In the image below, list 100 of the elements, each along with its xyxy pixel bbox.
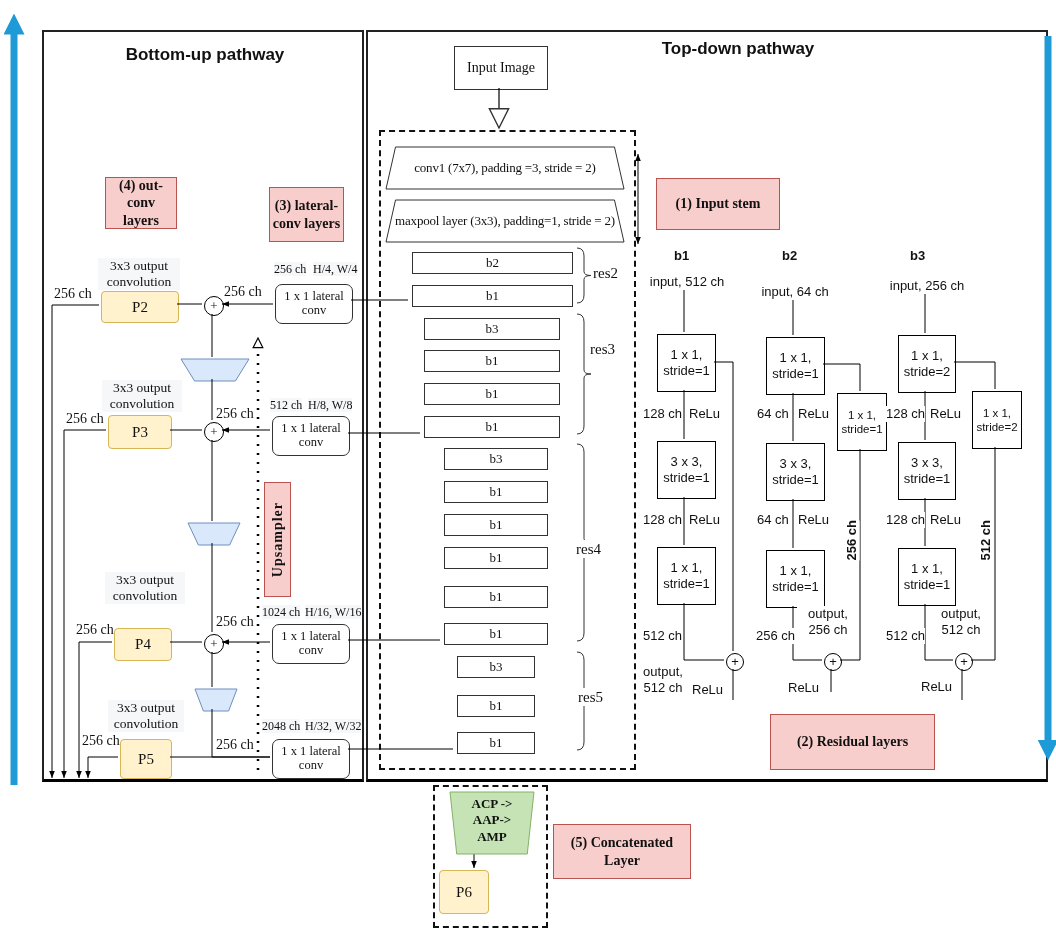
connector-line <box>792 498 794 549</box>
section-tag: (4) out-conv layers <box>105 177 177 229</box>
channel-label: 128 ch <box>886 406 926 422</box>
connector-line <box>350 299 409 301</box>
conv-box: 1 x 1, stride=1 <box>766 550 825 608</box>
node-caption: H/16, W/16 <box>305 605 362 620</box>
connector-line <box>713 361 734 652</box>
feature-map-box: P3 <box>108 415 172 449</box>
conv-box: 3 x 3, stride=1 <box>898 442 956 500</box>
node-caption: H/32, W/32 <box>305 719 362 734</box>
node-caption: 3x3 output convolution <box>108 700 184 733</box>
connector-line <box>169 429 203 431</box>
block-box: b1 <box>424 350 560 372</box>
node-caption: H/8, W/8 <box>308 398 353 413</box>
conv-box: 1 x 1, stride=1 <box>766 337 825 395</box>
channel-label: 128 ch <box>886 512 926 528</box>
section-tag: (2) Residual layers <box>770 714 935 770</box>
connector-line <box>683 602 725 661</box>
section-tag: (5) Concatenated Layer <box>553 824 691 879</box>
node-caption: 2048 ch <box>262 719 301 734</box>
block-arrow <box>488 87 510 129</box>
feature-map-box: P4 <box>114 628 172 661</box>
connector-line <box>211 651 213 688</box>
channel-label: 512 ch <box>886 628 926 644</box>
connector-line <box>211 708 271 758</box>
node-caption: 1024 ch <box>262 605 301 620</box>
block-box: b3 <box>444 448 548 470</box>
lateral-conv-box: 1 x 1 lateral conv <box>272 624 350 664</box>
block-box: b1 <box>457 732 535 754</box>
block-box: b1 <box>424 383 560 405</box>
arrow <box>221 639 271 645</box>
stage-label: res5 <box>578 688 603 706</box>
stage-label: res4 <box>576 540 601 558</box>
connector-line <box>211 439 213 522</box>
block-box: b1 <box>444 481 548 503</box>
pathway-panel <box>366 30 1048 782</box>
node-caption: 3x3 output convolution <box>105 572 185 605</box>
conv-box: 1 x 1, stride=1 <box>657 334 716 392</box>
arrow <box>221 427 271 433</box>
node-caption: 3x3 output convolution <box>98 258 180 291</box>
upsample-trapezoid <box>188 523 240 545</box>
sum-circle: + <box>204 296 224 316</box>
conv-box: 3 x 3, stride=1 <box>657 441 716 499</box>
node-caption: 3x3 output convolution <box>102 380 182 413</box>
connector-line <box>211 378 213 421</box>
dashed-frame <box>379 130 636 770</box>
conv-box: 1 x 1, stride=2 <box>898 335 956 393</box>
lateral-conv-box: 1 x 1 lateral conv <box>272 416 350 456</box>
arrow <box>76 641 113 779</box>
arrow <box>61 429 107 779</box>
node-caption: H/4, W/4 <box>313 262 358 277</box>
connector-line <box>683 389 685 440</box>
arrow <box>221 301 274 307</box>
connector-line <box>953 361 996 390</box>
layer-trapezoid: maxpool layer (3x3), padding=1, stride = 2) <box>386 200 624 242</box>
conv-box: 1 x 1, stride=2 <box>972 391 1022 449</box>
connector-line <box>347 432 421 434</box>
sum-circle: + <box>204 422 224 442</box>
channel-label: 256 ch <box>844 520 860 561</box>
panel-title: Top-down pathway <box>660 38 816 60</box>
block-box: b1 <box>457 695 535 717</box>
sum-circle: + <box>824 653 842 671</box>
lateral-conv-box: 1 x 1 lateral conv <box>272 739 350 779</box>
node-caption: 512 ch <box>270 398 303 413</box>
connector-line <box>211 313 213 358</box>
connector-line <box>924 390 926 441</box>
connector-line <box>924 603 954 661</box>
connector-line <box>347 748 454 750</box>
block-box: b1 <box>424 416 560 438</box>
feature-map-box: P2 <box>101 291 179 323</box>
feature-map-box: P6 <box>439 870 489 914</box>
conv-box: 1 x 1, stride=1 <box>657 547 716 605</box>
sum-circle: + <box>204 634 224 654</box>
layer-trapezoid: conv1 (7x7), padding =3, stride = 2) <box>386 147 624 189</box>
connector-line <box>924 497 926 547</box>
connector-line <box>732 668 734 701</box>
block-box: b1 <box>444 514 548 536</box>
block-box: b1 <box>444 586 548 608</box>
connector-line <box>347 639 441 641</box>
block-box: b1 <box>412 285 573 307</box>
connector-line <box>211 542 213 633</box>
connector-line <box>970 446 996 661</box>
block-box: b2 <box>412 252 573 274</box>
sum-circle: + <box>726 653 744 671</box>
block-box: b3 <box>424 318 560 340</box>
block-box: b1 <box>444 623 548 645</box>
feature-map-box: P5 <box>120 739 172 779</box>
conv-box: 1 x 1, stride=1 <box>837 393 887 451</box>
connector-line <box>830 668 832 693</box>
channel-label: 256 ch <box>756 628 796 644</box>
connector-line <box>792 299 794 336</box>
connector-line <box>961 668 963 701</box>
connector-line <box>839 448 861 661</box>
conv-box: 3 x 3, stride=1 <box>766 443 825 501</box>
section-tag: (3) lateral-conv layers <box>269 187 344 242</box>
block-box: b1 <box>444 547 548 569</box>
connector-line <box>683 496 685 546</box>
node-label: input, 64 ch <box>761 283 829 299</box>
sum-circle: + <box>955 653 973 671</box>
connector-line <box>169 641 203 643</box>
